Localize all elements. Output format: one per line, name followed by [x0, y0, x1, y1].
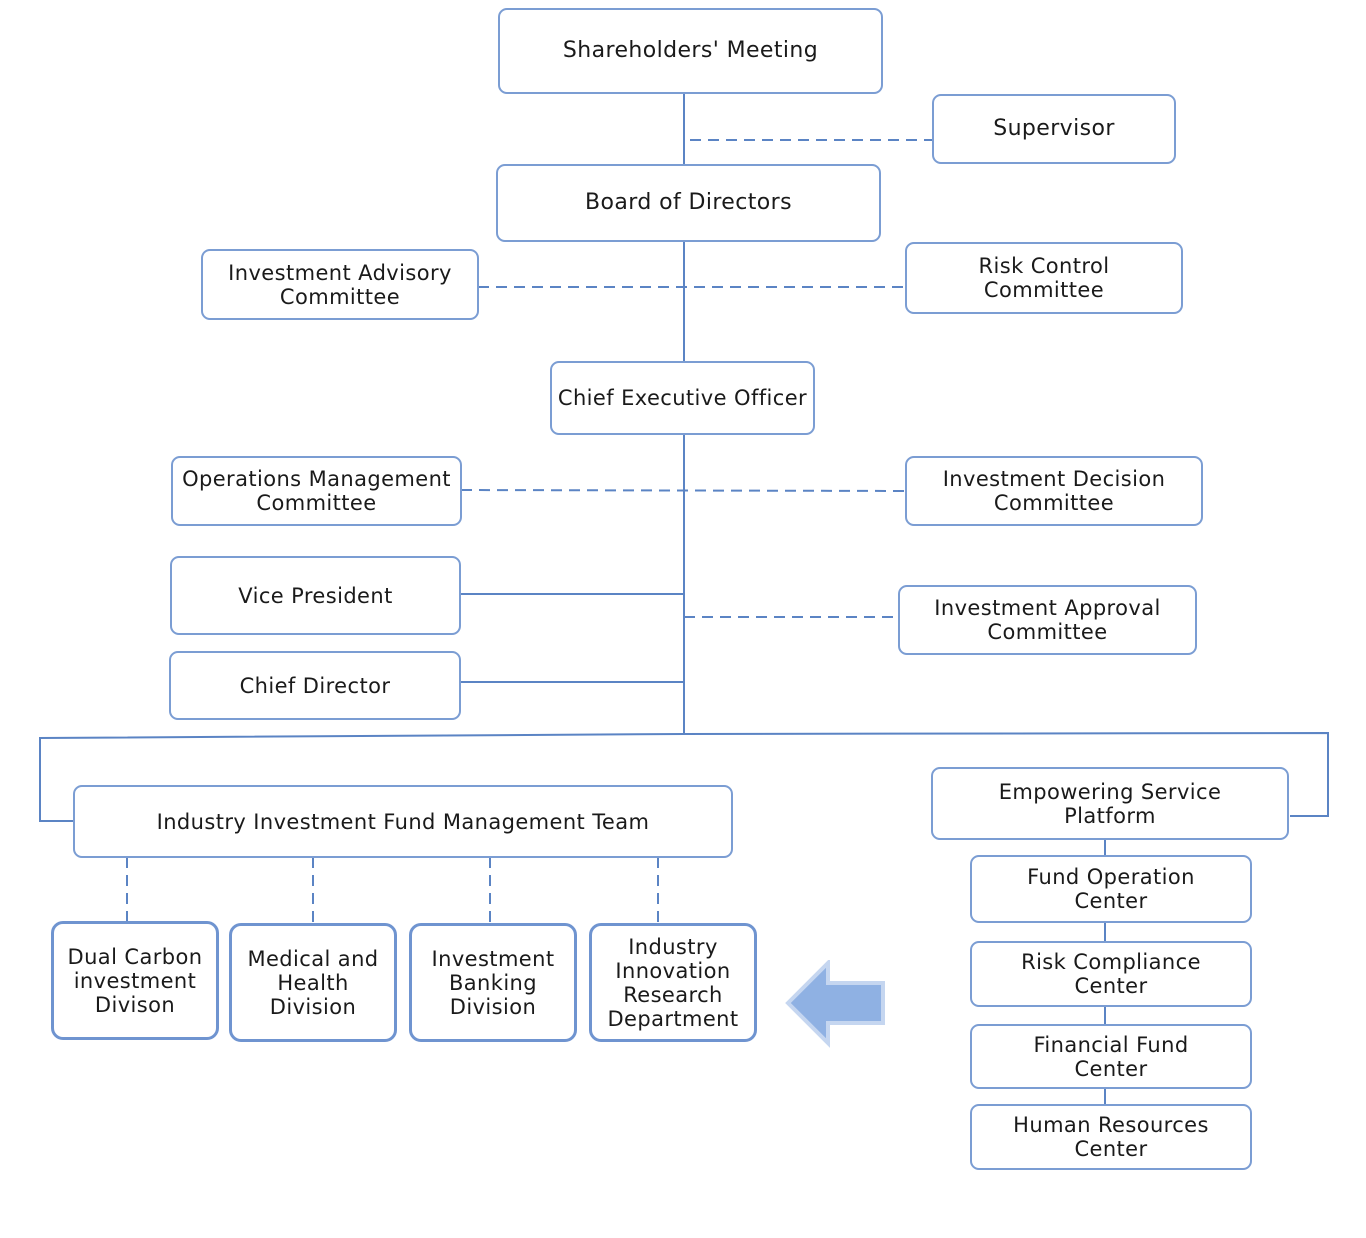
center-label: Financial Fund Center [1033, 1032, 1189, 1081]
center-label: Human Resources Center [1013, 1113, 1209, 1161]
center-label: Risk Compliance Center [1021, 950, 1201, 998]
shareholders-meeting-box: Shareholders' Meeting [498, 8, 883, 94]
division-investment-banking-box: Investment Banking Division [409, 923, 577, 1042]
fund-management-team-box: Industry Investment Fund Management Team [73, 785, 733, 858]
board-of-directors-box: Board of Directors [496, 164, 881, 242]
board-of-directors-label: Board of Directors [585, 190, 792, 215]
chief-director-label: Chief Director [239, 673, 391, 698]
chief-executive-officer-label: Chief Executive Officer [557, 386, 808, 410]
division-label: Medical and Health Division [247, 946, 379, 1019]
investment-decision-committee-box: Investment Decision Committee [905, 456, 1203, 526]
center-financial-fund-box: Financial Fund Center [970, 1024, 1252, 1089]
center-label: Fund Operation Center [1027, 865, 1195, 913]
chief-director-box: Chief Director [169, 651, 461, 720]
supervisor-label: Supervisor [993, 116, 1115, 141]
shareholders-meeting-label: Shareholders' Meeting [562, 38, 819, 63]
center-fund-operation-box: Fund Operation Center [970, 855, 1252, 923]
empowering-service-platform-label: Empowering Service Platform [998, 779, 1222, 828]
fund-management-team-label: Industry Investment Fund Management Team [156, 809, 650, 834]
center-risk-compliance-box: Risk Compliance Center [970, 941, 1252, 1007]
vice-president-label: Vice President [238, 583, 393, 608]
division-label: Dual Carbon investment Divison [67, 944, 203, 1017]
investment-advisory-committee-label: Investment Advisory Committee [228, 260, 452, 309]
empowering-service-platform-box: Empowering Service Platform [931, 767, 1289, 840]
investment-approval-committee-box: Investment Approval Committee [898, 585, 1197, 655]
supervisor-box: Supervisor [932, 94, 1176, 164]
chief-executive-officer-box: Chief Executive Officer [550, 361, 815, 435]
division-dual-carbon-box: Dual Carbon investment Divison [51, 921, 219, 1040]
investment-advisory-committee-box: Investment Advisory Committee [201, 249, 479, 320]
investment-approval-committee-label: Investment Approval Committee [934, 596, 1161, 644]
division-label: Industry Innovation Research Department [607, 934, 739, 1031]
operations-management-committee-box: Operations Management Committee [171, 456, 462, 526]
division-label: Investment Banking Division [431, 946, 555, 1019]
center-human-resources-box: Human Resources Center [970, 1104, 1252, 1170]
operations-management-committee-label: Operations Management Committee [182, 467, 451, 515]
division-innovation-research-box: Industry Innovation Research Department [589, 923, 757, 1042]
risk-control-committee-box: Risk Control Committee [905, 242, 1183, 314]
risk-control-committee-label: Risk Control Committee [978, 254, 1110, 302]
division-medical-health-box: Medical and Health Division [229, 923, 397, 1042]
vice-president-box: Vice President [170, 556, 461, 635]
left-arrow-icon [785, 960, 885, 1048]
investment-decision-committee-label: Investment Decision Committee [942, 467, 1166, 515]
